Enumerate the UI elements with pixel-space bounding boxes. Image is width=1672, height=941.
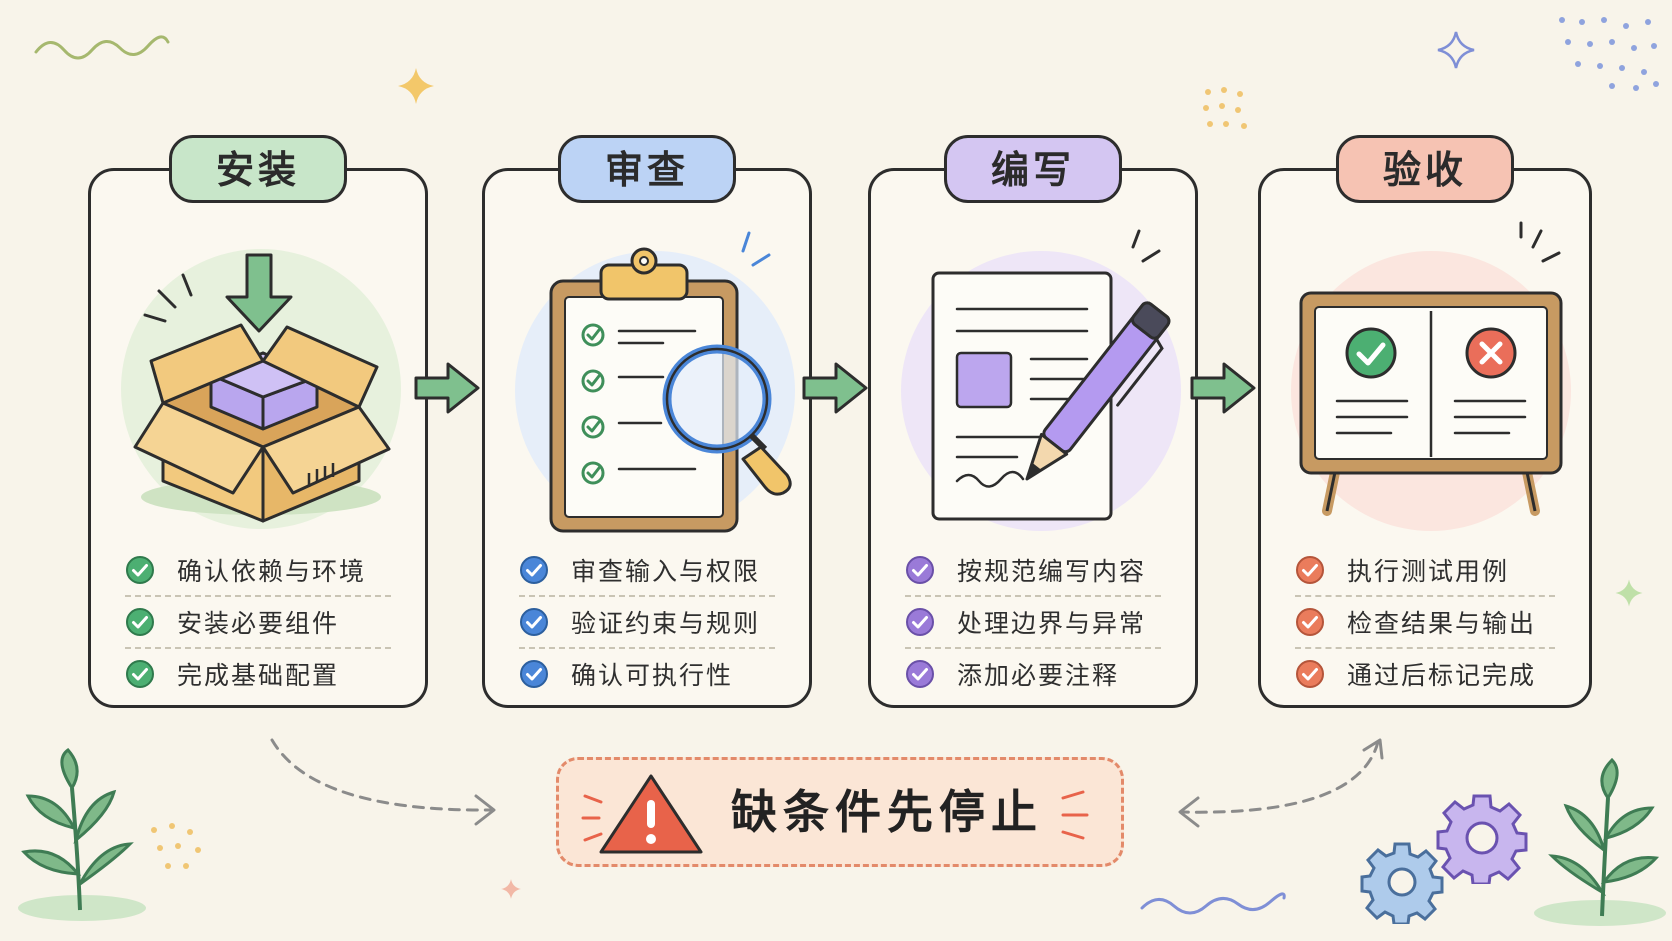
stop-warning-box: 缺条件先停止 bbox=[556, 757, 1124, 867]
alert-lines-icon bbox=[1061, 790, 1089, 840]
step-checklist: 确认依赖与环境 安装必要组件 完成基础配置 bbox=[125, 545, 391, 699]
list-item: 按规范编写内容 bbox=[905, 545, 1161, 597]
box-download-icon bbox=[121, 249, 401, 529]
check-circle-icon bbox=[906, 608, 934, 636]
gear-icon bbox=[1360, 842, 1444, 924]
check-circle-icon bbox=[520, 660, 548, 688]
check-circle-icon bbox=[906, 556, 934, 584]
list-item: 确认依赖与环境 bbox=[125, 545, 391, 597]
step-checklist: 审查输入与权限 验证约束与规则 确认可执行性 bbox=[519, 545, 775, 699]
sparkle-icon bbox=[1437, 31, 1475, 69]
checklist-label: 验证约束与规则 bbox=[571, 609, 761, 638]
checklist-label: 确认依赖与环境 bbox=[177, 557, 367, 586]
list-item: 添加必要注释 bbox=[905, 649, 1161, 699]
gear-icon bbox=[1436, 794, 1528, 884]
warning-text: 缺条件先停止 bbox=[731, 785, 1043, 839]
list-item: 安装必要组件 bbox=[125, 597, 391, 649]
sparkle-icon bbox=[1615, 579, 1643, 607]
step-title: 验收 bbox=[1335, 135, 1515, 203]
check-circle-icon bbox=[126, 660, 154, 688]
sparkle-icon bbox=[501, 879, 521, 899]
clipboard-magnifier-icon bbox=[515, 231, 795, 533]
plant-left-decoration bbox=[18, 748, 146, 921]
checklist-label: 通过后标记完成 bbox=[1347, 661, 1537, 690]
check-circle-icon bbox=[1296, 556, 1324, 584]
checklist-label: 添加必要注释 bbox=[957, 661, 1120, 690]
step-title: 审查 bbox=[557, 135, 737, 203]
arrow-right-icon bbox=[802, 362, 868, 414]
check-circle-icon bbox=[906, 660, 934, 688]
squiggle-decoration bbox=[34, 35, 170, 60]
list-item: 执行测试用例 bbox=[1295, 545, 1555, 597]
step-checklist: 按规范编写内容 处理边界与异常 添加必要注释 bbox=[905, 545, 1161, 699]
check-circle-icon bbox=[126, 608, 154, 636]
check-circle-icon bbox=[1296, 608, 1324, 636]
check-circle-icon bbox=[520, 608, 548, 636]
dots-decoration bbox=[151, 823, 201, 869]
step-title: 编写 bbox=[943, 135, 1123, 203]
list-item: 完成基础配置 bbox=[125, 649, 391, 699]
checklist-label: 安装必要组件 bbox=[177, 609, 340, 638]
checklist-label: 按规范编写内容 bbox=[957, 557, 1147, 586]
checklist-label: 处理边界与异常 bbox=[957, 609, 1147, 638]
list-item: 验证约束与规则 bbox=[519, 597, 775, 649]
dashed-curve-arrow-icon bbox=[1178, 738, 1384, 828]
checklist-label: 确认可执行性 bbox=[571, 661, 734, 690]
check-circle-icon bbox=[520, 556, 548, 584]
list-item: 审查输入与权限 bbox=[519, 545, 775, 597]
arrow-right-icon bbox=[1190, 362, 1256, 414]
step-title: 安装 bbox=[168, 135, 348, 203]
arrow-right-icon bbox=[414, 362, 480, 414]
warning-triangle-icon bbox=[581, 774, 703, 854]
step-card-write: 编写 按规范编写内容 处理边界与异常 bbox=[868, 135, 1198, 708]
step-checklist: 执行测试用例 检查结果与输出 通过后标记完成 bbox=[1295, 545, 1555, 699]
list-item: 确认可执行性 bbox=[519, 649, 775, 699]
checklist-label: 完成基础配置 bbox=[177, 661, 340, 690]
dots-decoration bbox=[1203, 87, 1247, 129]
checklist-label: 审查输入与权限 bbox=[571, 557, 761, 586]
sparkle-icon bbox=[398, 68, 434, 104]
board-check-cross-icon bbox=[1291, 221, 1571, 531]
check-circle-icon bbox=[1296, 660, 1324, 688]
dashed-curve-arrow-icon bbox=[270, 738, 496, 826]
list-item: 通过后标记完成 bbox=[1295, 649, 1555, 699]
step-card-accept: 验收 执行测试用例 检查结果与输出 通过后标记完成 bbox=[1258, 135, 1592, 708]
checklist-label: 执行测试用例 bbox=[1347, 557, 1510, 586]
checklist-label: 检查结果与输出 bbox=[1347, 609, 1537, 638]
plant-right-decoration bbox=[1534, 758, 1666, 926]
squiggle-decoration bbox=[1140, 892, 1286, 915]
list-item: 处理边界与异常 bbox=[905, 597, 1161, 649]
check-circle-icon bbox=[126, 556, 154, 584]
step-card-review: 审查 审查输入与权限 验证约束与规则 bbox=[482, 135, 812, 708]
step-card-install: 安装 确认依赖与环境 安装必要组件 完成基础配置 bbox=[88, 135, 428, 708]
list-item: 检查结果与输出 bbox=[1295, 597, 1555, 649]
dots-decoration bbox=[1559, 17, 1659, 91]
document-pen-icon bbox=[901, 229, 1181, 531]
